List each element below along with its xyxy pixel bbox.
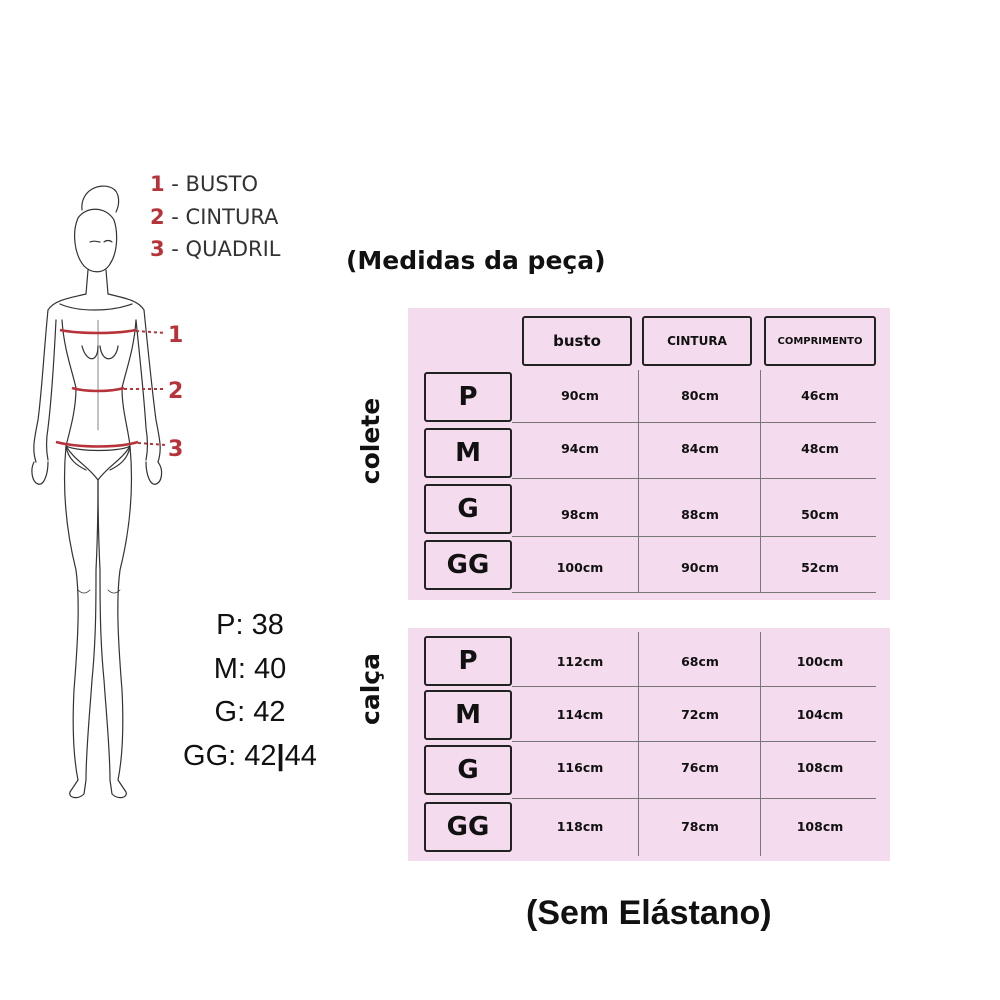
table-cell: 80cm [681,388,719,403]
size-map-gg: GG: 42|44 [183,739,317,772]
size-map-m: M: 40 [213,652,287,685]
legend-item-quadril: 3 - QUADRIL [150,237,281,261]
figure-mark-3: 3 [168,437,183,462]
table-cell: 68cm [681,654,719,669]
divider [638,632,639,856]
table-cell: 46cm [801,388,839,403]
divider [512,798,876,799]
size-m: M [424,690,512,740]
table-cell: 90cm [681,560,719,575]
size-g: G [424,484,512,534]
table-cell: 48cm [801,441,839,456]
divider [638,370,639,592]
table-cell: 50cm [801,507,839,522]
header-comprimento: COMPRIMENTO [764,316,876,366]
table-cell: 116cm [556,760,604,775]
colete-label: colete [356,397,385,485]
table-cell: 100cm [556,560,604,575]
divider [512,536,876,537]
size-p: P [424,372,512,422]
table-cell: 118cm [556,819,604,834]
size-map-g: G: 42 [214,696,286,728]
size-number-mapping: P: 38 M: 40 G: 42 GG: 42|44 [170,604,330,778]
size-gg: GG [424,540,512,590]
divider [512,478,876,479]
header-cintura: CINTURA [642,316,752,366]
calca-label: calça [356,653,385,725]
table-cell: 108cm [796,819,844,834]
table-cell: 90cm [561,388,599,403]
divider [512,741,876,742]
legend-item-cintura: 2 - CINTURA [150,204,279,229]
table-cell: 94cm [561,441,599,456]
calca-table: P 112cm 68cm 100cm M 114cm 72cm 104cm G … [408,628,890,861]
table-cell: 88cm [681,507,719,522]
table-cell: 52cm [801,560,839,575]
divider [760,370,761,592]
divider [760,632,761,856]
size-g: G [424,745,512,795]
divider [512,686,876,687]
table-cell: 104cm [796,707,844,722]
body-figure-illustration: 1 2 3 [31,185,183,799]
divider [512,592,876,593]
size-p: P [424,636,512,686]
page-title: (Medidas da peça) [346,246,606,275]
divider [512,422,876,423]
table-cell: 100cm [796,654,844,669]
figure-mark-1: 1 [168,323,183,348]
legend-item-busto: 1 - BUSTO [150,172,259,196]
table-cell: 84cm [681,441,719,456]
table-cell: 76cm [681,760,719,775]
size-m: M [424,428,512,478]
size-map-p: P: 38 [216,609,284,641]
header-busto: busto [522,316,632,366]
footnote-sem-elastano: (Sem Elástano) [526,894,772,932]
table-cell: 112cm [556,654,604,669]
colete-table: busto CINTURA COMPRIMENTO P 90cm 80cm 46… [408,308,890,600]
table-cell: 114cm [556,707,604,722]
size-gg: GG [424,802,512,852]
table-cell: 72cm [681,707,719,722]
measurement-legend: 1 - BUSTO 2 - CINTURA 3 - QUADRIL [150,168,280,266]
table-cell: 78cm [681,819,719,834]
table-cell: 98cm [561,507,599,522]
figure-mark-2: 2 [168,379,183,404]
table-cell: 108cm [796,760,844,775]
